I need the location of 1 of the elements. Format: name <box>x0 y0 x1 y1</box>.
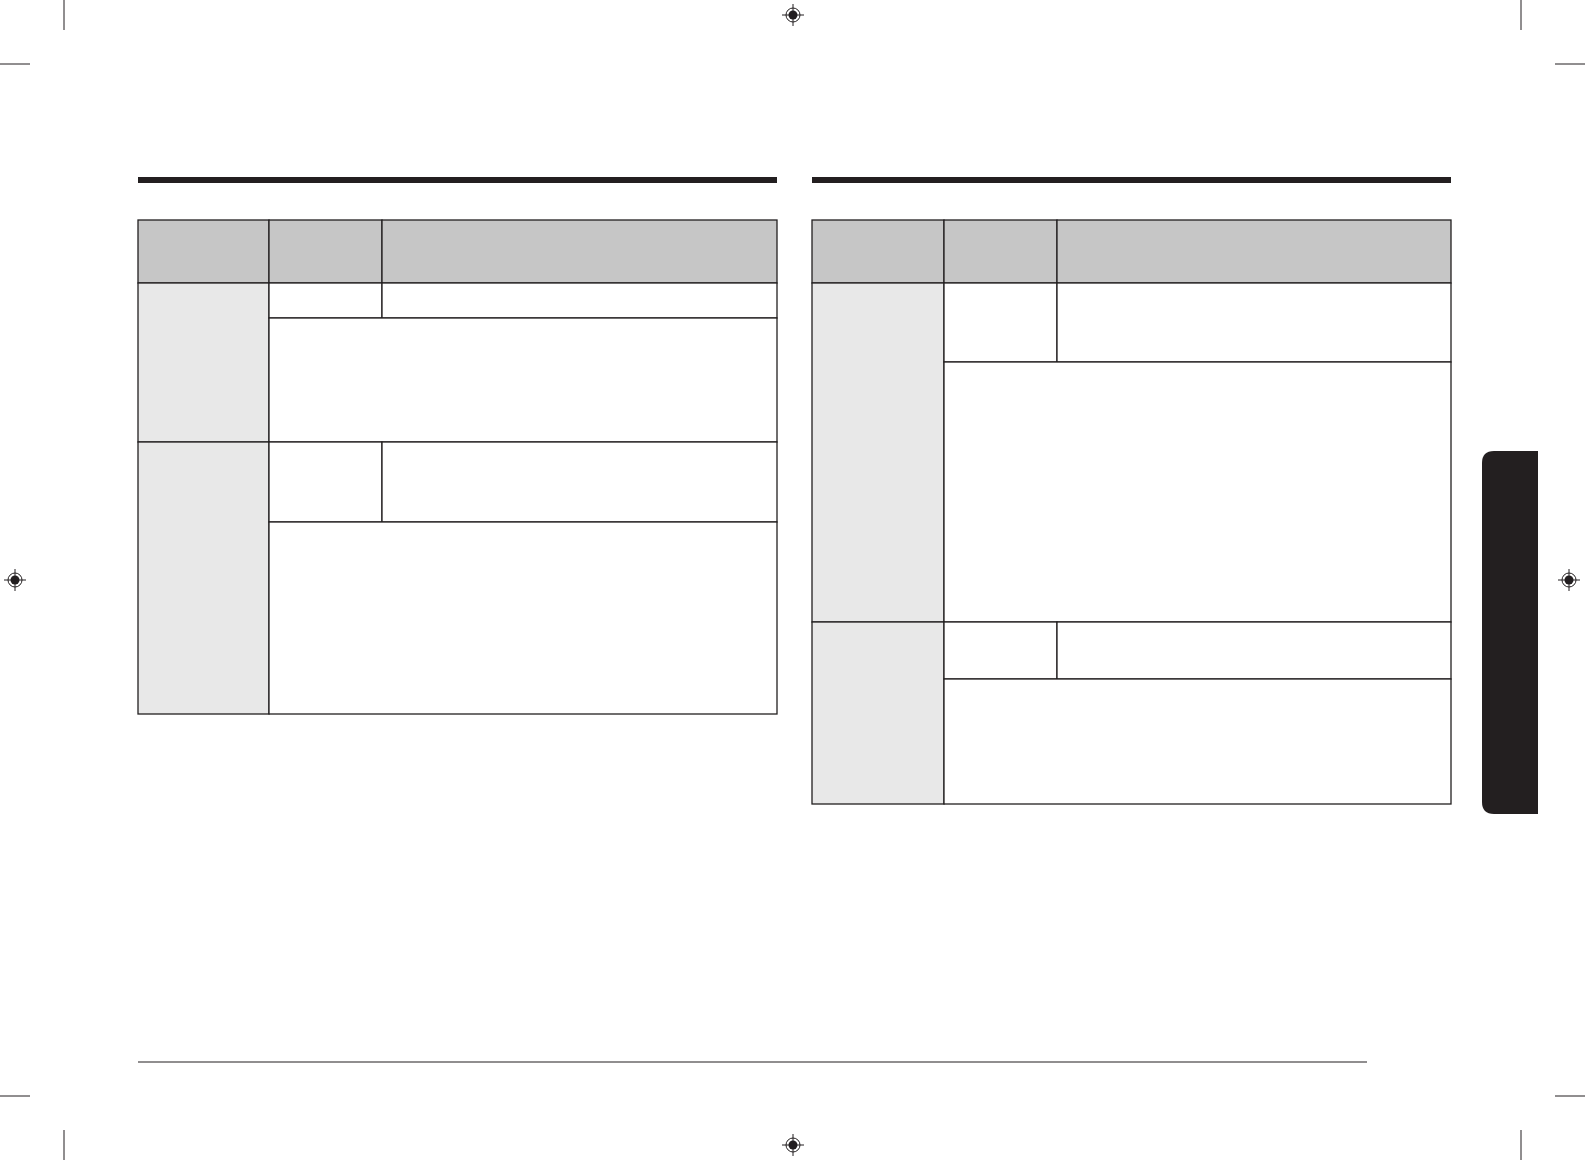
section-tab <box>1482 451 1538 814</box>
